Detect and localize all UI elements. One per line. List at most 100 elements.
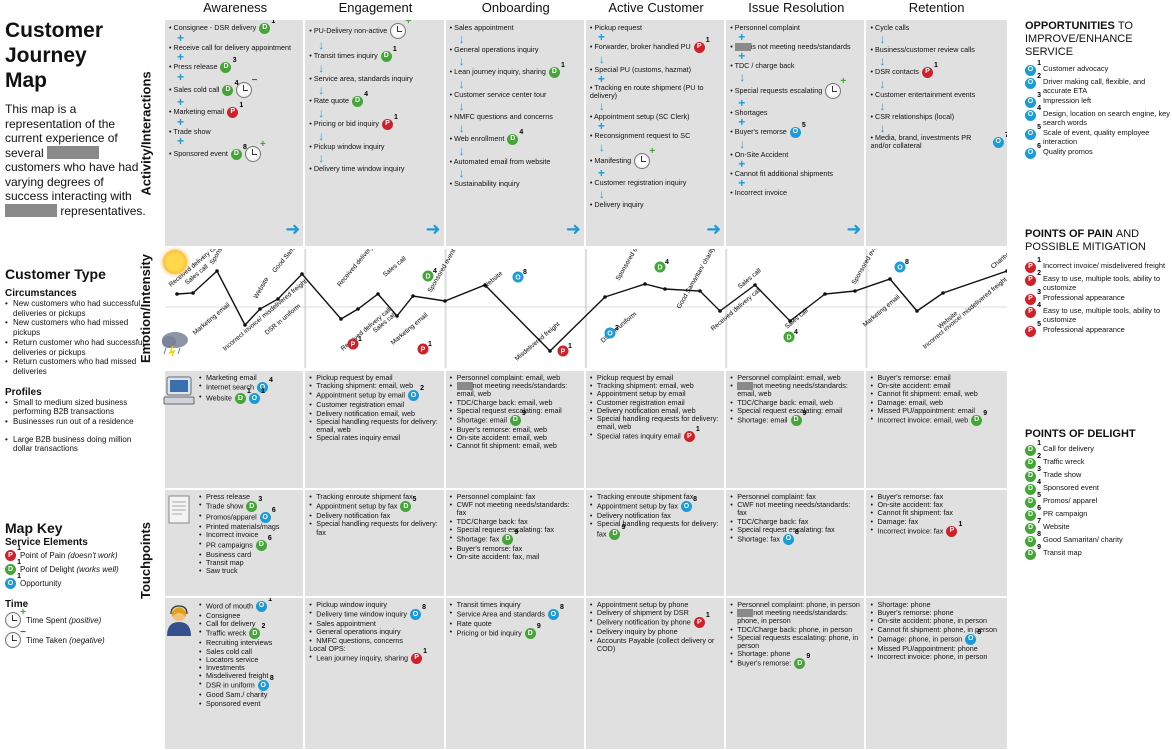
activity-item-label: Manifesting (594, 156, 632, 166)
pain-badge-icon: P1 (557, 343, 572, 357)
activity-item-label: Pickup request (594, 22, 642, 32)
touchpoint-item: Cannot fit shipment: fax (870, 508, 1003, 518)
activity-item: Sustainability inquiry (450, 179, 581, 189)
touchpoint-item: On-site accident: email, web (450, 434, 581, 443)
touchpoint-list: Personnel complaint: faxCWF not meeting … (450, 492, 581, 562)
activity-item: CSR relationships (local) (870, 112, 1003, 122)
touchpoint-list: Buyer's remorse: emailOn-site accident: … (870, 373, 1003, 427)
redacted-block (5, 203, 57, 217)
touchpoint-item-label: not meeting needs/standards: email, web (737, 381, 848, 399)
stage-header: Onboarding (481, 0, 550, 15)
touchpoints-web-row: Marketing emailInternet searchO4WebsiteD… (165, 371, 1007, 488)
touchpoint-item-label: Cannot fit shipment: email, web (877, 389, 978, 399)
touchpoint-item-label: Cannot fit shipment: phone, in person (877, 624, 997, 634)
down-arrow-icon: ↓ (598, 140, 605, 155)
svg-text:P: P (351, 342, 356, 349)
touchpoint-item-label: Special handling requests for delivery: … (316, 416, 438, 435)
touchpoint-item: Special request escalating: fax (450, 525, 581, 534)
touchpoint-item: On-site accident: fax, mail (450, 553, 581, 562)
emotion-point (243, 323, 247, 327)
touchpoint-item-label: Shortage: email (737, 415, 788, 425)
touchpoint-item-label: Business card (206, 549, 252, 559)
touchpoint-item: Personnel complaint: email, web (450, 373, 581, 382)
touchpoint-item-label: Delivery notification email, web (596, 405, 696, 415)
touchpoint-item-label: Missed PU/appointment: phone (877, 643, 978, 653)
activity-item: Cannot fit additional shipments (730, 169, 861, 179)
down-arrow-icon: ↓ (879, 121, 886, 135)
legend-item-label: Scale of event, quality employee interac… (1043, 128, 1150, 146)
touchpoint-list: Pickup window inquiryDelivery time windo… (309, 600, 440, 665)
touchpoint-item-label: Printed materials/mags (206, 522, 280, 532)
emotion-label: Sponsored event (427, 249, 458, 294)
activity-item-label: Buyer's remorse (734, 127, 787, 137)
activity-item-label: CSR relationships (local) (875, 111, 955, 121)
touchpoint-item-label: Buyer's remorse: email (877, 373, 951, 382)
plus-icon: + (177, 115, 185, 129)
legend-item-label: Call for delivery (1043, 444, 1094, 453)
touchpoint-item-label: Tracking shipment: email, web (596, 381, 694, 391)
touchpoint-item-label: Cannot fit shipment: fax (877, 508, 953, 518)
intro-text: This map is a representation of the curr… (5, 102, 147, 218)
emotion-label: Sponsored event (615, 249, 646, 282)
touchpoint-item: Missed PU/appointment: email (870, 406, 1003, 415)
touchpoint-item-label: DSR in uniform (206, 680, 255, 690)
touchpoint-item-label: General operations inquiry (316, 627, 401, 637)
touchpoint-item-label: Marketing email (206, 373, 257, 382)
down-arrow-icon: ↓ (458, 99, 465, 113)
activity-cell: PU-Delivery non-active+↓Transit times in… (305, 20, 446, 246)
legend-item-label: Transit map (1043, 548, 1082, 557)
touchpoint-item-label: Accounts Payable (collect delivery or CO… (596, 635, 715, 653)
plus-icon: + (177, 95, 185, 109)
touchpoint-list: Personnel complaint: email, webnot meeti… (730, 373, 861, 427)
activity-item: Trade show (169, 127, 300, 137)
touchpoint-item-label: Lean journey inquiry, sharing (316, 653, 409, 663)
touchpoint-item-label: Buyer's remorse: phone (877, 608, 954, 618)
touchpoint-item-label: Appointment setup by email (316, 390, 405, 400)
touchpoint-item-label: On-site accident: email (877, 381, 951, 391)
touchpoint-cell: Personnel complaint: email, webnot meeti… (445, 371, 586, 488)
activity-item: TDC / charge back (730, 61, 861, 71)
touchpoint-item: not meeting needs/standards: email, web (730, 381, 861, 399)
svg-text:4: 4 (794, 329, 798, 336)
emotion-point (175, 292, 179, 296)
plus-icon: + (738, 157, 746, 171)
emotion-label: Website (482, 270, 505, 291)
clock-positive-icon: + (825, 76, 846, 99)
activity-item: Cycle calls (870, 23, 1003, 33)
activity-item: Media, brand, investments PR and/or coll… (870, 132, 1006, 150)
touchpoint-item-label: NMFC questions, concerns (316, 635, 403, 645)
legend-item-label: Professional appearance (1043, 325, 1125, 334)
legend-item-label: Trade show (1043, 470, 1082, 479)
touchpoint-item-label: Traffic wreck (206, 628, 247, 638)
activity-cell: Pickup request+Forwarder, broker handled… (585, 20, 727, 246)
touchpoint-item-label: CWF not meeting needs/standards: fax (456, 500, 570, 518)
legend-item-label: PR campaign (1043, 509, 1088, 518)
touchpoint-item: Customer registration email (590, 398, 721, 407)
emotion-point (395, 314, 399, 318)
profile-item: Small to medium sized business performin… (5, 398, 150, 417)
circumstances-list: New customers who had successful deliver… (5, 299, 150, 377)
stage-header: Active Customer (608, 0, 704, 15)
touchpoint-item: Incorrect invoice (199, 531, 300, 540)
activity-item-label: Sales cold call (173, 84, 220, 94)
activity-item: Customer entertainment events (870, 90, 1003, 100)
legend-item-label: Customer advocacy (1043, 64, 1109, 73)
right-arrow-icon: ➜ (285, 219, 301, 239)
clock-positive-icon: + (390, 20, 411, 39)
touchpoint-item-label: Buyer's remorse: fax (456, 544, 523, 554)
